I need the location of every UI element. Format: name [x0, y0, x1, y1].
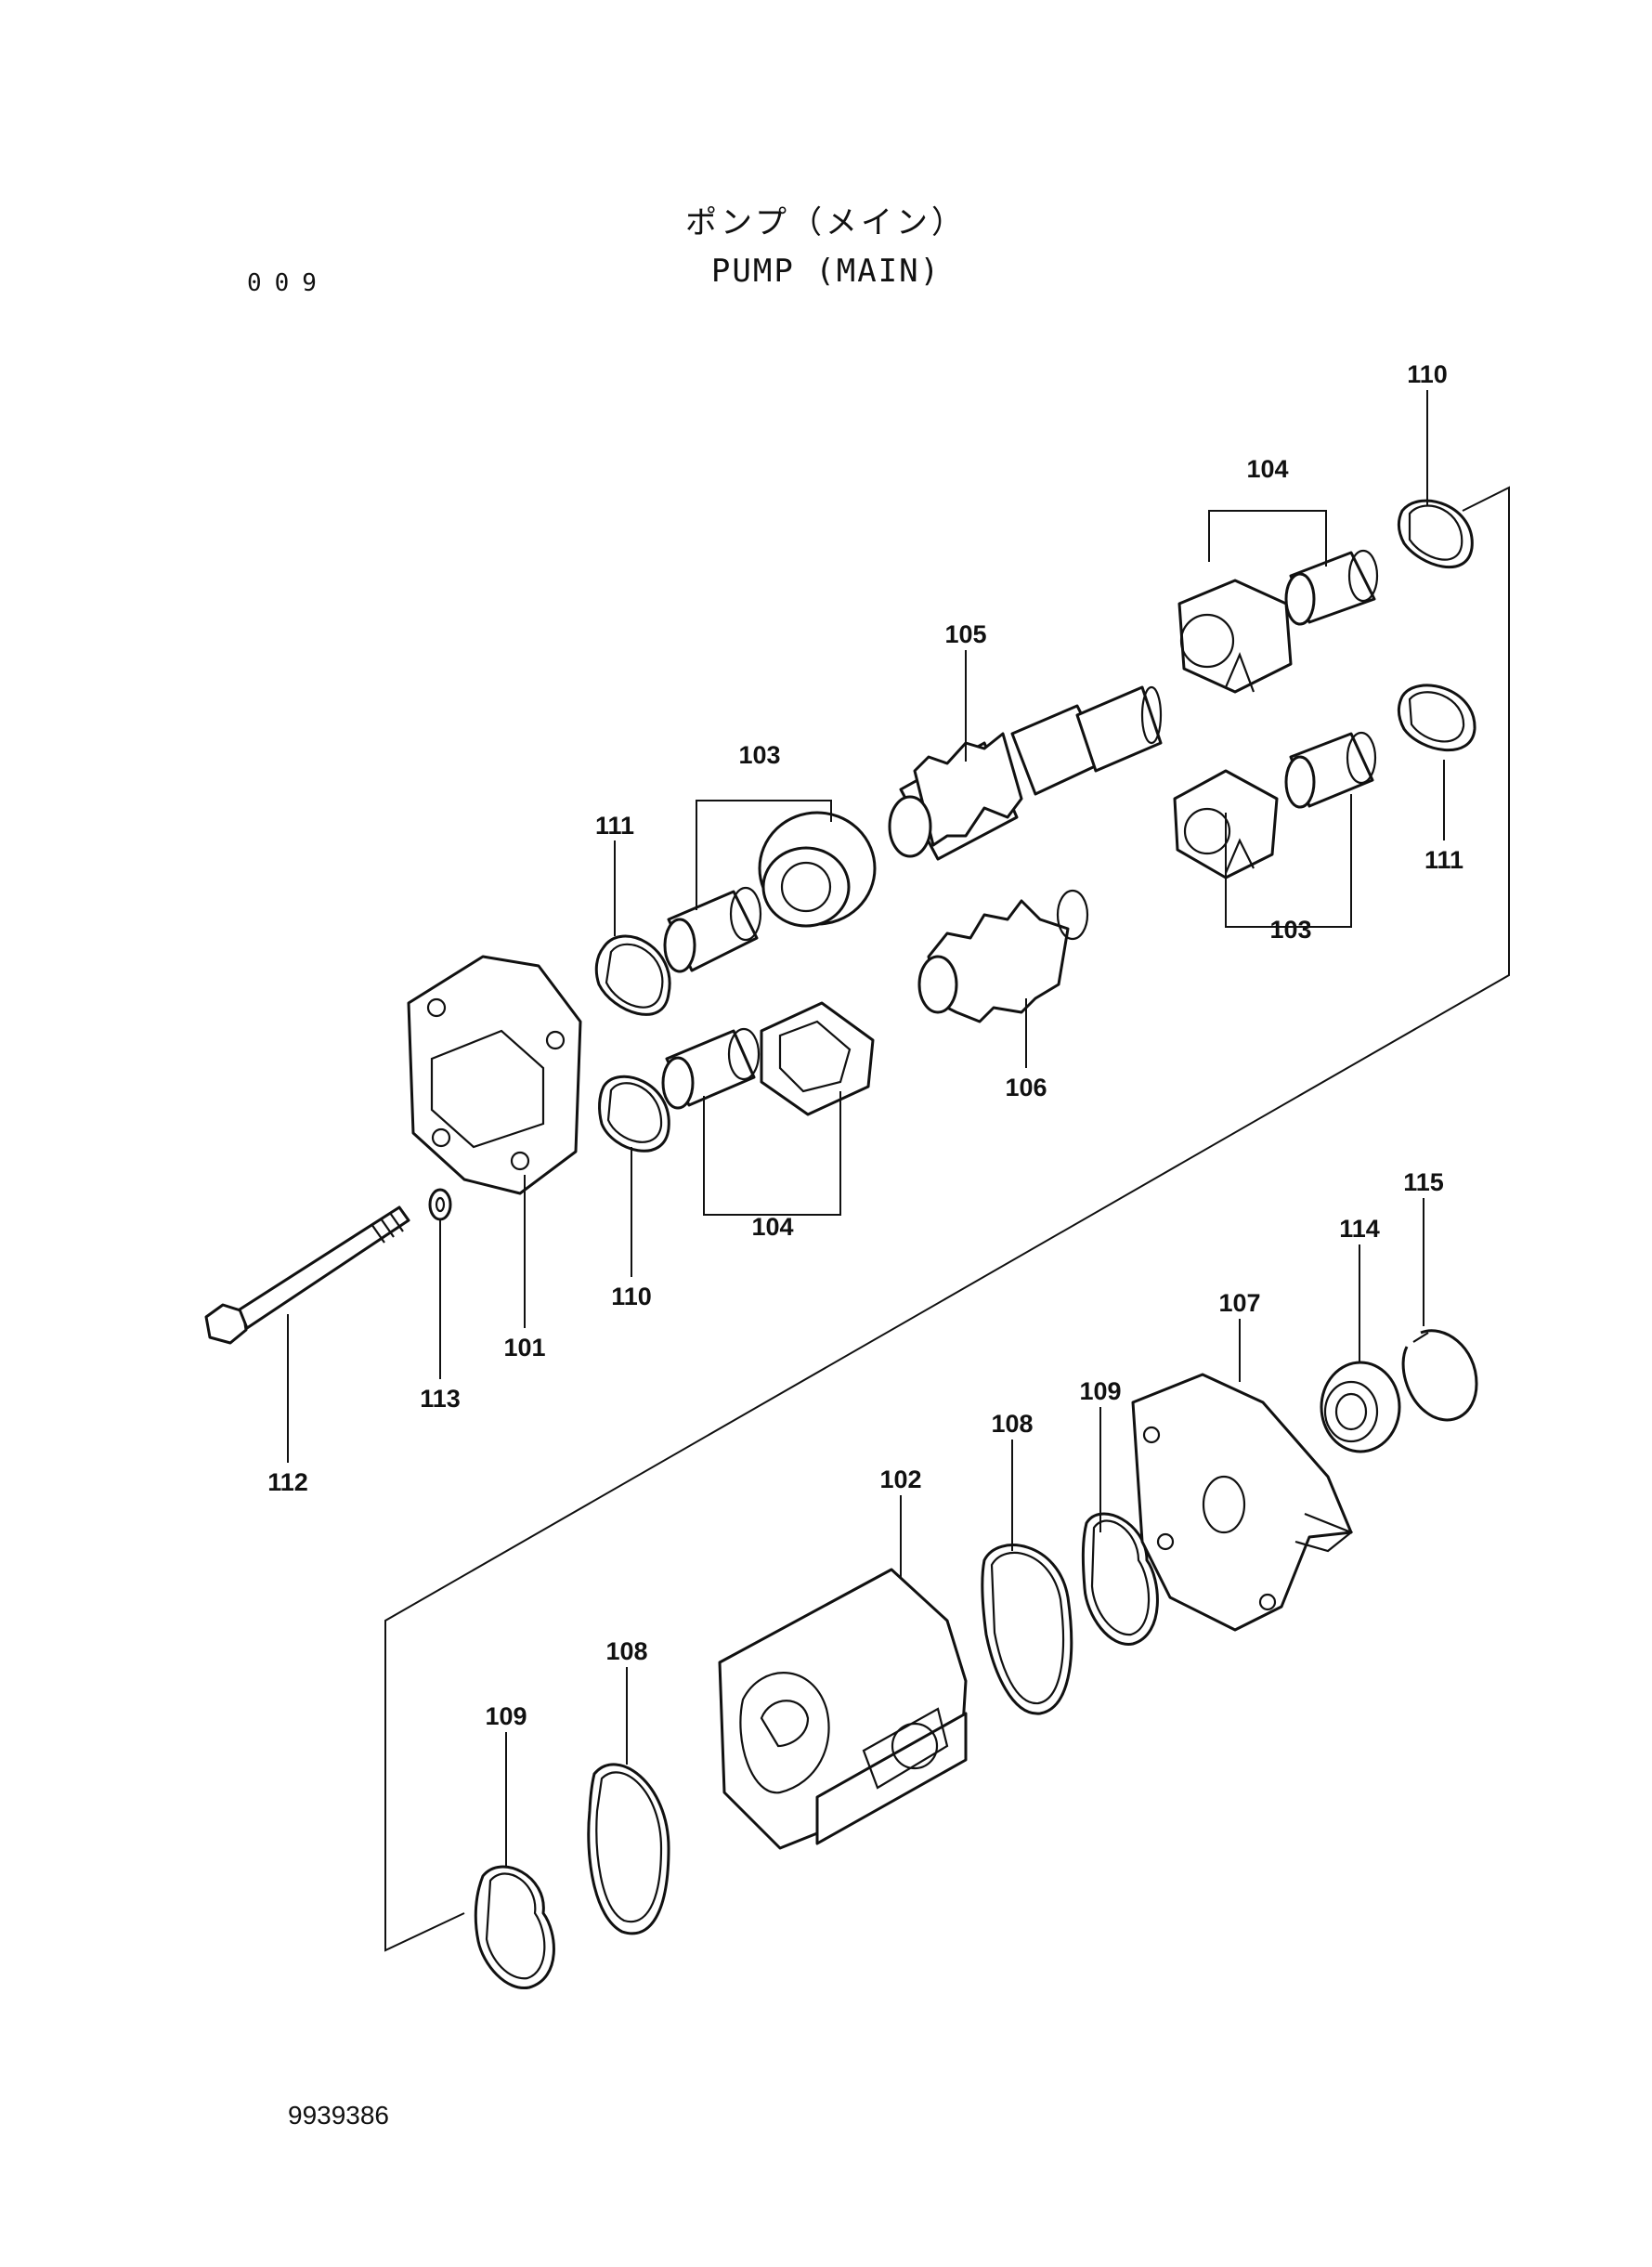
callout-104-left: 104	[751, 1213, 793, 1241]
callout-105: 105	[944, 620, 986, 648]
part-102-pump-body[interactable]	[718, 1568, 968, 1850]
part-106-driven-gear[interactable]	[917, 889, 1089, 1023]
callout-104-right: 104	[1246, 455, 1288, 483]
part-105-drive-gear[interactable]	[888, 685, 1163, 861]
callout-114: 114	[1339, 1215, 1380, 1243]
callout-109-left: 109	[485, 1702, 527, 1730]
document-number: 9939386	[288, 2101, 390, 2130]
callout-101: 101	[503, 1334, 545, 1362]
part-111-seal-right[interactable]	[1398, 684, 1476, 751]
part-104-bearing-right[interactable]	[1177, 579, 1293, 694]
callout-109-right: 109	[1079, 1377, 1121, 1405]
assembly-reference-line	[384, 486, 1510, 1952]
callout-111-right: 111	[1424, 846, 1463, 874]
callout-112: 112	[267, 1468, 308, 1496]
callout-103-right: 103	[1269, 916, 1311, 944]
part-104-sleeve-left[interactable]	[661, 1027, 761, 1110]
leader-lines	[287, 390, 1445, 1867]
callout-108-left: 108	[605, 1637, 647, 1665]
part-107-end-cover[interactable]	[1131, 1373, 1354, 1632]
part-109-seal-right[interactable]	[1081, 1512, 1159, 1646]
callout-113: 113	[420, 1385, 461, 1413]
callout-106: 106	[1005, 1074, 1047, 1101]
callout-111-left: 111	[595, 812, 634, 840]
part-110-seal-left[interactable]	[598, 1075, 670, 1153]
part-112-bolt[interactable]	[204, 1205, 410, 1345]
page-title: PUMP (MAIN)	[710, 253, 942, 290]
part-108-oring-right[interactable]	[981, 1544, 1073, 1715]
part-103-sleeve-left[interactable]	[663, 886, 762, 973]
page-number: 009	[247, 269, 330, 297]
part-114-oil-seal[interactable]	[1320, 1361, 1401, 1453]
callout-102: 102	[879, 1466, 921, 1493]
callout-108-right: 108	[991, 1410, 1033, 1438]
part-103-bearing-left[interactable]	[758, 811, 877, 928]
callout-115: 115	[1403, 1168, 1444, 1196]
callout-107: 107	[1218, 1289, 1260, 1317]
part-110-seal-right[interactable]	[1398, 499, 1474, 568]
part-101-cover[interactable]	[407, 955, 582, 1195]
part-103-sleeve-right[interactable]	[1284, 731, 1377, 809]
part-104-bearing-left[interactable]	[760, 1001, 875, 1116]
part-113-washer[interactable]	[428, 1188, 452, 1221]
part-109-seal-left[interactable]	[474, 1865, 555, 1989]
part-108-oring-left[interactable]	[587, 1763, 670, 1935]
callout-110-left: 110	[611, 1283, 652, 1310]
part-111-seal-left[interactable]	[594, 934, 671, 1016]
part-115-snap-ring[interactable]	[1401, 1329, 1478, 1422]
callout-110-right: 110	[1407, 360, 1448, 388]
part-104-sleeve-right[interactable]	[1284, 549, 1379, 626]
title-japanese: ポンプ（メイン）	[685, 204, 967, 241]
callout-103-left: 103	[738, 741, 780, 769]
